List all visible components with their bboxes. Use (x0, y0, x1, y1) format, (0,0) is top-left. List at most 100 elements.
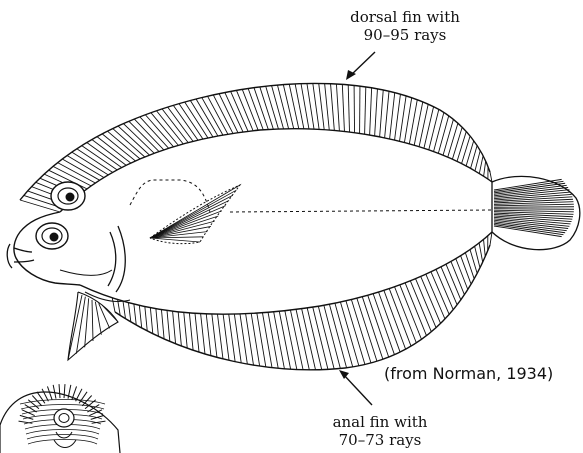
gill-cover (108, 226, 125, 292)
anal-ray (368, 295, 389, 357)
pelvic-ray (76, 297, 85, 354)
anal-ray (421, 276, 441, 323)
dorsal-ray (62, 159, 99, 180)
lateral-line (230, 210, 492, 212)
anal-ray (189, 313, 193, 350)
dorsal-ray (202, 98, 223, 135)
anal-ray (123, 301, 125, 319)
cheek-line (60, 270, 112, 275)
dorsal-ray (375, 89, 378, 136)
anal-ray (173, 311, 176, 344)
dorsal-ray (67, 156, 104, 178)
dorsal-ray (424, 107, 434, 149)
dorsal-ray (58, 163, 96, 183)
anal-ray (400, 285, 422, 340)
caudal-fin-rays (494, 179, 574, 236)
dorsal-ray (168, 107, 193, 141)
dorsal-ray (448, 123, 458, 157)
dorsal-ray (272, 86, 284, 129)
anal-ray (112, 298, 115, 312)
dorsal-ray (196, 99, 218, 136)
lower-eye (36, 223, 68, 249)
anal-ray (446, 264, 461, 300)
dorsal-ray (82, 146, 117, 170)
anal-ray (229, 314, 235, 361)
anal-ray (201, 314, 205, 354)
anal-ray (184, 312, 187, 348)
dorsal-ray (289, 84, 299, 129)
anal-ray (167, 310, 170, 341)
anal-ray (195, 313, 199, 352)
body-outline-dorsal (60, 129, 492, 212)
pectoral-ray (150, 195, 233, 238)
dorsal-ray (190, 100, 213, 136)
dorsal-ray (380, 90, 384, 137)
caudal-ray (494, 209, 574, 210)
dorsal-ray (452, 127, 462, 159)
dorsal-ray (87, 143, 122, 168)
dorsal-ray (173, 105, 198, 140)
dorsal-ray (385, 91, 389, 138)
pectoral-fin-rays (150, 185, 240, 242)
anal-ray (150, 308, 152, 334)
dorsal-ray (390, 93, 395, 139)
anal-ray (456, 259, 468, 290)
inset-detail (0, 384, 120, 453)
anal-ray (279, 311, 290, 369)
anal-ray (268, 312, 278, 368)
dorsal-arrow (346, 52, 375, 80)
anal-ray (161, 310, 164, 339)
anal-fin-label: anal fin with 70–73 rays (315, 413, 445, 449)
dorsal-ray (260, 87, 274, 129)
anal-ray (484, 239, 486, 256)
anal-label-line1: anal fin with (315, 413, 445, 431)
dorsal-ray (336, 84, 339, 131)
anal-ray (479, 243, 483, 262)
anal-ray (217, 314, 223, 359)
dorsal-fin-label: dorsal fin with 90–95 rays (340, 8, 470, 44)
anal-arrow (339, 370, 372, 405)
pectoral-ray (150, 185, 240, 238)
dorsal-label-line1: dorsal fin with (340, 8, 470, 26)
dorsal-ray (365, 87, 366, 134)
anal-ray (128, 303, 130, 322)
dorsal-ray (434, 112, 444, 151)
lateral-line-arch (130, 180, 210, 212)
anal-ray (373, 294, 394, 355)
anal-ray (475, 246, 480, 268)
anal-ray (139, 305, 141, 328)
anal-ray (145, 307, 147, 331)
dorsal-ray (348, 85, 349, 132)
anal-ray (178, 312, 181, 346)
anal-ray (384, 290, 406, 349)
dorsal-ray (331, 84, 335, 131)
inset-spine (76, 389, 82, 401)
anal-ray (212, 314, 217, 357)
anal-ray (451, 261, 464, 294)
anal-ray (223, 314, 229, 360)
anal-ray (416, 279, 437, 328)
pelvic-ray (85, 298, 89, 347)
dorsal-ray (419, 104, 428, 146)
anal-ray (313, 307, 328, 369)
lips (7, 244, 12, 268)
upper-eye (51, 182, 85, 210)
anal-ray (234, 314, 241, 363)
dorsal-ray (283, 85, 293, 129)
dorsal-ray (399, 96, 406, 141)
dorsal-label-line2: 90–95 rays (340, 26, 470, 44)
anal-ray (395, 287, 417, 343)
dorsal-ray (438, 116, 448, 154)
dorsal-ray (370, 88, 372, 135)
dorsal-ray (462, 136, 470, 164)
dorsal-ray (443, 119, 453, 155)
pectoral-ray (150, 206, 225, 238)
dorsal-ray (92, 140, 126, 166)
anal-ray (156, 309, 159, 337)
dorsal-ray (475, 151, 480, 171)
dorsal-ray (208, 96, 228, 134)
anal-ray (290, 310, 303, 370)
anal-ray (302, 309, 316, 370)
anal-ray (206, 314, 211, 356)
